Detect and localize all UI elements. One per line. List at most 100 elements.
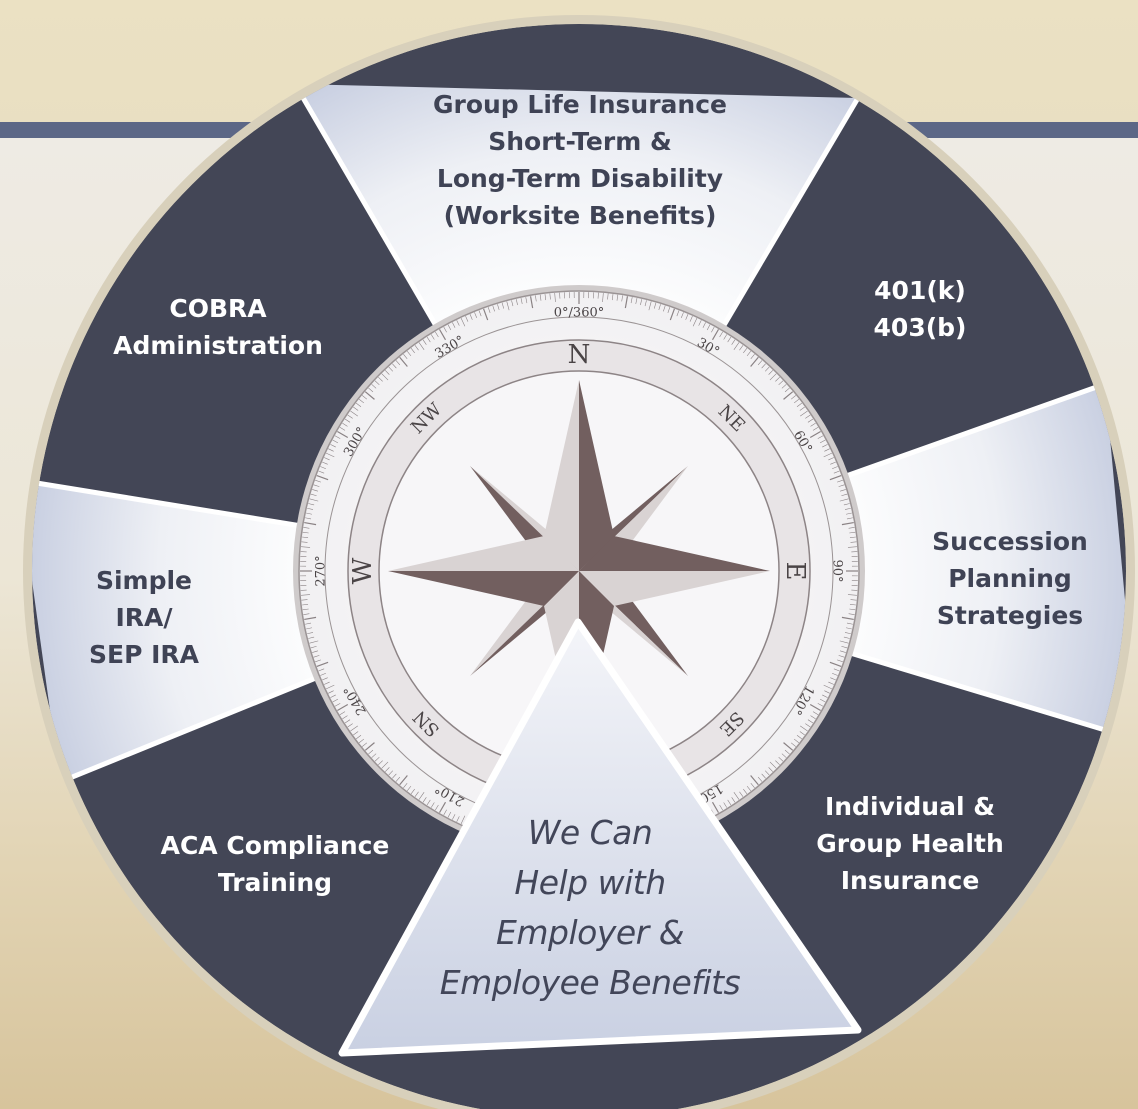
degree-tick [443, 326, 447, 333]
degree-tick [607, 293, 609, 300]
degree-tick [733, 342, 740, 351]
degree-tick [812, 427, 819, 431]
degree-tick [310, 493, 317, 497]
degree-tick [790, 742, 797, 747]
degree-tick [301, 541, 308, 543]
degree-tick [330, 694, 336, 698]
segment-group-life-line1: Group Life Insurance [432, 90, 727, 119]
degree-tick [322, 461, 328, 465]
degree-tick [364, 391, 375, 400]
degree-tick [353, 731, 359, 736]
degree-tick [630, 297, 633, 304]
degree-tick [685, 314, 689, 320]
degree-tick [305, 622, 312, 625]
degree-tick [810, 715, 816, 720]
degree-tick [414, 345, 419, 351]
degree-tick [658, 304, 661, 311]
degree-tick [746, 350, 752, 357]
degree-tick [529, 296, 534, 309]
degree-tick [764, 366, 770, 372]
degree-tick [680, 312, 684, 318]
cardinal-label: N [568, 340, 591, 370]
degree-tick [438, 329, 447, 341]
degree-tick [799, 731, 805, 736]
degree-tick [849, 603, 856, 606]
degree-tick [344, 418, 351, 423]
degree-tick [403, 782, 408, 789]
degree-tick [339, 711, 346, 715]
degree-tick [644, 300, 647, 307]
degree-tick [823, 452, 832, 458]
degree-tick [368, 387, 374, 393]
degree-tick [723, 802, 728, 808]
degree-tick [822, 444, 828, 448]
degree-tick [757, 776, 763, 782]
degree-tick [350, 410, 359, 417]
degree-tick [805, 414, 811, 419]
degree-tick [422, 339, 427, 345]
degree-tick [384, 767, 390, 772]
segment-ira-line2: IRA/ [115, 603, 173, 632]
degree-tick [731, 797, 736, 803]
degree-tick [381, 761, 389, 769]
degree-tick [361, 395, 368, 400]
degree-tick [845, 627, 852, 630]
degree-tick [339, 427, 346, 431]
degree-tick [845, 512, 852, 515]
segment-cobra-line2: Administration [113, 331, 323, 360]
degree-tick [743, 788, 748, 794]
segment-health-line1: Individual & [824, 792, 996, 821]
degree-tick [778, 756, 784, 762]
cardinal-label: E [780, 562, 810, 581]
degree-tick [781, 753, 787, 758]
degree-tick [640, 299, 643, 306]
degree-tick [750, 782, 755, 789]
degree-tick [833, 668, 840, 672]
degree-tick [775, 760, 780, 766]
degree-tick [310, 645, 317, 649]
degree-tick [539, 294, 542, 301]
degree-tick [315, 659, 321, 663]
degree-tick [775, 376, 780, 382]
degree-tick [850, 541, 857, 543]
degree-tick [430, 802, 435, 808]
segment-health-line3: Insurance [840, 866, 980, 895]
degree-tick [326, 684, 335, 690]
degree-tick [435, 804, 439, 811]
segment-succession-line3: Strategies [936, 601, 1084, 630]
degree-tick [711, 801, 720, 813]
segment-ira-line3: SEP IRA [88, 640, 199, 669]
degree-tick [418, 342, 425, 351]
degree-tick [323, 457, 330, 461]
degree-tick [829, 661, 842, 667]
degree-tick [764, 770, 770, 776]
degree-tick [739, 791, 744, 797]
degree-tick [839, 640, 849, 644]
degree-tick [303, 613, 310, 615]
degree-tick [334, 435, 341, 439]
degree-tick [460, 318, 466, 327]
center-message-panel [338, 618, 862, 1057]
degree-tick [410, 788, 415, 794]
degree-tick [358, 398, 365, 404]
degree-tick [807, 719, 814, 724]
degree-tick [399, 775, 408, 786]
degree-tick [506, 301, 510, 311]
degree-tick [828, 681, 835, 685]
degree-tick [844, 632, 851, 635]
degree-tick [307, 507, 314, 510]
degree-tick [361, 742, 368, 747]
segment-retirement-line1: 401(k) [874, 276, 966, 305]
center-message: We Can Help with Employer & Employee Ben… [400, 808, 780, 1008]
degree-tick [689, 315, 693, 322]
degree-tick [443, 809, 447, 816]
degree-tick [308, 636, 315, 639]
degree-tick [783, 742, 794, 751]
degree-tick [750, 775, 759, 786]
degree-tick [669, 308, 675, 321]
degree-tick [392, 363, 397, 369]
degree-tick [320, 672, 326, 676]
degree-tick [769, 373, 777, 381]
segment-aca-compliance: ACA Compliance Training [140, 827, 410, 901]
degree-tick [807, 418, 814, 423]
